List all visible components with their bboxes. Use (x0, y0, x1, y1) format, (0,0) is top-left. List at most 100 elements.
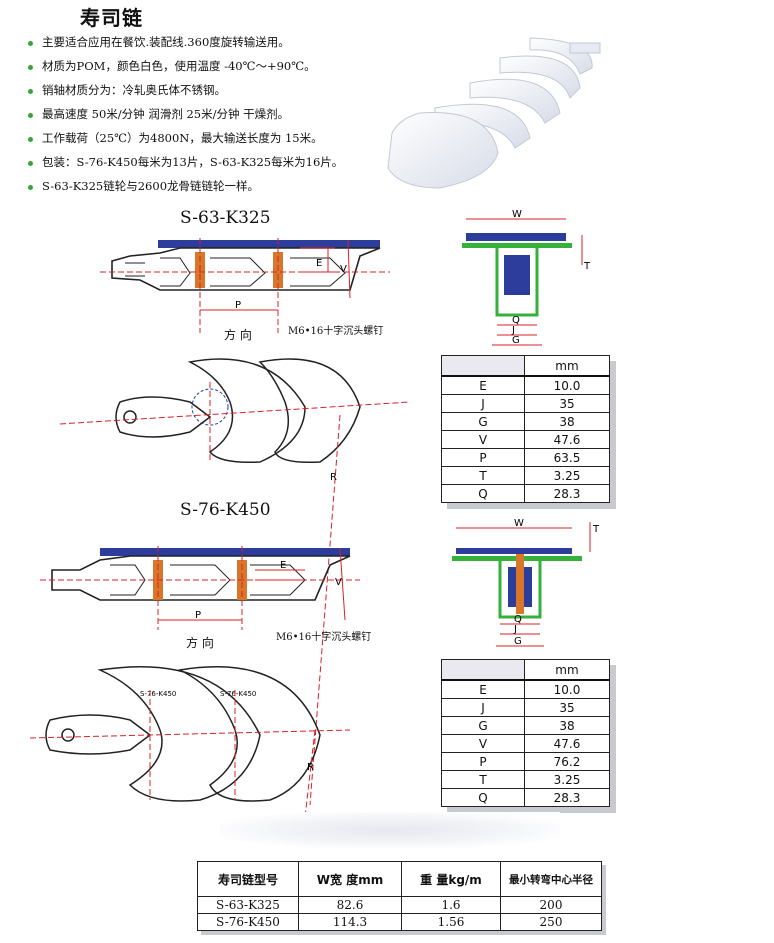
side-view-drawing: P E V (100, 238, 390, 333)
table-cell: V (441, 734, 525, 753)
side-view-drawing: P E V (40, 546, 360, 630)
column-header: 重 量kg/m (401, 861, 501, 897)
dim-label: W (514, 518, 524, 529)
summary-table: 寿司链型号 W宽 度mm 重 量kg/m 最小转弯中心半径 S-63-K325 … (197, 861, 602, 931)
table-cell: E (441, 679, 525, 699)
screw-label: M6•16十字沉头螺钉 (276, 632, 372, 643)
dim-label: V (335, 577, 342, 588)
feature-item: 工作载荷（25℃）为4800N，最大输送长度为 15米。 (28, 126, 343, 150)
dim-label: T (583, 261, 591, 272)
table-cell: mm (524, 355, 610, 377)
table-cell: 28.3 (524, 484, 610, 503)
bullet-icon (28, 64, 33, 70)
table-cell: T (441, 770, 525, 789)
model-heading: S-63-K325 (180, 208, 271, 228)
table-cell: 35 (524, 394, 610, 413)
dim-label: R (307, 762, 314, 773)
table-row: S-76-K450 114.3 1.56 250 (197, 913, 602, 931)
table-row: mm (441, 355, 610, 377)
table-cell: 47.6 (524, 734, 610, 753)
table-header-row: 寿司链型号 W宽 度mm 重 量kg/m 最小转弯中心半径 (197, 861, 602, 897)
table-cell (441, 355, 525, 377)
top-view-drawing: S-76-K450 S-76-K450 (30, 666, 350, 802)
table-cell: J (441, 698, 525, 717)
product-photo (387, 37, 601, 189)
dim-label: G (514, 636, 522, 647)
table-cell: V (441, 430, 525, 449)
table-cell: 10.0 (524, 375, 610, 395)
model-heading: S-76-K450 (180, 500, 271, 520)
dim-label: Q (514, 614, 522, 625)
column-header: 寿司链型号 (197, 861, 299, 897)
cross-section-drawing: W Q J G T (462, 209, 591, 346)
screw-label: M6•16十字沉头螺钉 (288, 326, 384, 337)
bullet-icon (28, 160, 33, 166)
dim-label: P (235, 300, 241, 311)
table-cell: 114.3 (298, 913, 402, 931)
table-cell: G (441, 412, 525, 431)
table-cell: Q (441, 484, 525, 503)
table-cell: 3.25 (524, 466, 610, 485)
table-row: mm (441, 659, 610, 681)
table-cell: 35 (524, 698, 610, 717)
bullet-icon (28, 136, 33, 142)
dim-label: J (511, 325, 515, 336)
table-cell: mm (524, 659, 610, 681)
chain-top-plate (466, 233, 566, 241)
table-cell: S-76-K450 (197, 913, 299, 931)
table-cell: 47.6 (524, 430, 610, 449)
table-row: S-63-K325 82.6 1.6 200 (197, 896, 602, 914)
direction-label: 方 向 (186, 636, 214, 650)
table-cell: 250 (500, 913, 602, 931)
table-cell: 63.5 (524, 448, 610, 467)
table-cell: T (441, 466, 525, 485)
table-cell: E (441, 375, 525, 395)
dim-label: R (330, 472, 337, 483)
feature-item: 销轴材质分为：冷轧奥氏体不锈钢。 (28, 78, 343, 102)
table-cell (441, 659, 525, 681)
table-cell: 3.25 (524, 770, 610, 789)
table-cell: G (441, 716, 525, 735)
bullet-icon (28, 88, 33, 94)
plate-label: S-76-K450 (220, 690, 256, 698)
column-header: W宽 度mm (298, 861, 402, 897)
dim-label: G (512, 335, 520, 346)
faded-watermark (220, 812, 560, 848)
radius-dimension: R (309, 414, 341, 806)
table-cell: 10.0 (524, 679, 610, 699)
chain-top-plate (456, 548, 572, 554)
direction-label: 方 向 (224, 328, 252, 342)
cross-section-drawing: W Q J G T (452, 518, 600, 647)
bullet-icon (28, 112, 33, 118)
table-cell: 28.3 (524, 788, 610, 807)
table-cell: 38 (524, 412, 610, 431)
feature-item: 包装：S-76-K450每米为13片，S-63-K325每米为16片。 (28, 150, 343, 174)
page-title: 寿司链 (80, 6, 143, 30)
table-cell: 76.2 (524, 752, 610, 771)
table-cell: 200 (500, 896, 602, 914)
bullet-icon (28, 40, 33, 46)
feature-item: 最高速度 50米/分钟 润滑剂 25米/分钟 干燥剂。 (28, 102, 343, 126)
dim-label: W (512, 209, 522, 220)
dim-label: J (513, 624, 517, 635)
table-cell: Q (441, 788, 525, 807)
chain-top-plate (100, 548, 350, 556)
dim-label: T (592, 524, 600, 535)
plate-label: S-76-K450 (140, 690, 176, 698)
table-cell: P (441, 752, 525, 771)
feature-item: S-63-K325链轮与2600龙骨链链轮一样。 (28, 174, 343, 198)
dim-label: Q (512, 315, 520, 326)
